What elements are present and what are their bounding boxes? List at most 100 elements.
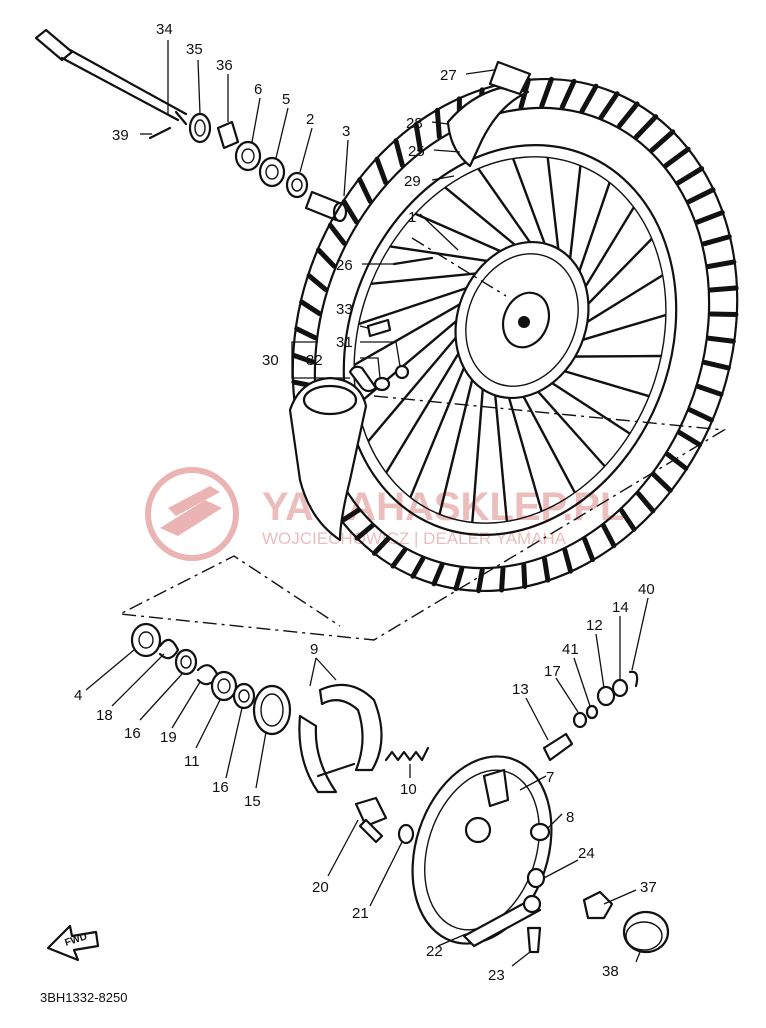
tread-knob — [598, 91, 620, 120]
tread-knob — [616, 101, 640, 129]
valve-nut-32 — [373, 376, 391, 392]
callout-19: 19 — [160, 729, 177, 746]
spoke — [504, 385, 543, 512]
tread-knob — [499, 566, 506, 593]
callout-6: 6 — [254, 81, 262, 98]
callout-3: 3 — [342, 123, 350, 140]
callout-39: 39 — [112, 127, 129, 144]
tread-knob — [686, 187, 716, 205]
tread-knob — [476, 567, 485, 594]
callout-5: 5 — [282, 91, 290, 108]
tread-knob — [708, 311, 739, 318]
valve-30 — [348, 365, 378, 393]
collar-16b — [232, 682, 256, 710]
tire-tube-section — [446, 60, 532, 168]
tread-knob — [675, 166, 705, 186]
assembly-outline — [117, 395, 727, 641]
callout-labels: 34 35 36 6 5 2 3 39 1 26 33 31 30 32 27 … — [74, 21, 657, 984]
tread-knob — [357, 177, 373, 204]
spoke-nipple-26 — [392, 256, 434, 266]
spoke — [577, 237, 653, 316]
tread-knob — [374, 156, 389, 186]
tread-knob — [633, 114, 659, 140]
tread-knob — [339, 507, 361, 524]
nut-12 — [596, 685, 616, 707]
callout-7: 7 — [546, 769, 554, 786]
tread-knob — [695, 383, 724, 397]
tread-knob — [390, 547, 408, 569]
callout-16b: 16 — [212, 779, 229, 796]
tread-knob — [579, 83, 599, 114]
tread-knob — [542, 556, 551, 583]
tread-knob — [294, 326, 318, 341]
leader-lines — [85, 40, 649, 967]
callout-38: 38 — [602, 963, 619, 980]
camshaft-20 — [354, 796, 388, 844]
callout-8: 8 — [566, 809, 574, 826]
spoke-33 — [366, 318, 392, 338]
tread-knob — [705, 259, 737, 269]
tire — [291, 77, 739, 593]
bearing-5 — [258, 156, 286, 188]
tread-knob — [354, 523, 375, 541]
spring-10 — [384, 746, 430, 762]
callout-21: 21 — [352, 905, 369, 922]
tread-knob — [413, 121, 423, 153]
tread-knob — [635, 490, 656, 514]
nut-24 — [526, 867, 546, 889]
spoke — [389, 245, 502, 265]
tread-knob — [677, 430, 703, 448]
spoke — [563, 354, 662, 358]
tread-knob — [371, 536, 391, 556]
spoke — [367, 324, 467, 443]
tire-cross-section — [288, 376, 368, 542]
callout-36: 36 — [216, 57, 233, 74]
callout-28: 28 — [406, 115, 423, 132]
callout-34: 34 — [156, 21, 173, 38]
nut-37 — [582, 890, 614, 920]
cap-38 — [622, 910, 670, 954]
spoke — [546, 157, 562, 265]
oil-seal-35 — [188, 112, 212, 144]
callout-17: 17 — [544, 663, 561, 680]
callout-4: 4 — [74, 687, 82, 704]
hub-1 — [454, 240, 590, 400]
callout-32: 32 — [306, 352, 323, 369]
oil-seal-4 — [130, 622, 162, 658]
wheel-assembly — [288, 60, 739, 594]
tread-knob — [434, 107, 442, 140]
callout-11: 11 — [184, 753, 200, 770]
callout-35: 35 — [186, 41, 203, 58]
tread-knob — [649, 129, 676, 153]
callout-41: 41 — [562, 641, 579, 658]
spacer-36 — [216, 120, 240, 150]
tread-knob — [291, 352, 316, 365]
rim — [342, 144, 678, 536]
tread-knob — [410, 556, 426, 579]
spoke — [553, 366, 650, 398]
callout-30: 30 — [262, 352, 279, 369]
callout-13: 13 — [512, 681, 529, 698]
tread-knob — [539, 76, 554, 109]
callout-33: 33 — [336, 301, 353, 318]
plug-14 — [611, 678, 629, 698]
spoke — [353, 295, 474, 367]
bolt-23 — [526, 926, 542, 954]
spoke — [516, 385, 576, 494]
callout-18: 18 — [96, 707, 113, 724]
spoke — [492, 381, 509, 522]
spoke — [471, 375, 486, 523]
spoke — [438, 365, 477, 515]
clip-40 — [628, 670, 639, 688]
tread-knob — [687, 407, 714, 423]
tread-knob — [559, 78, 577, 110]
tread-knob — [706, 335, 736, 344]
spoke — [570, 313, 667, 345]
tread-knob — [651, 472, 673, 493]
spoke — [511, 158, 552, 259]
tread-knob — [582, 536, 596, 563]
callout-24: 24 — [578, 845, 595, 862]
spoke — [370, 270, 491, 286]
tread-knob — [601, 523, 617, 549]
spoke — [573, 182, 611, 287]
